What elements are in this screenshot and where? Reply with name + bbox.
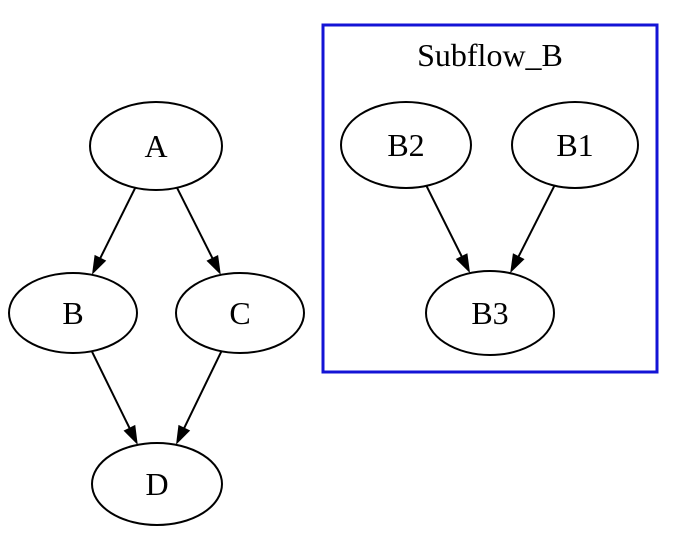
node-A-label: A: [144, 128, 167, 164]
node-B2: B2: [340, 101, 472, 189]
arrowhead-icon: [510, 253, 525, 274]
arrowhead-icon: [176, 424, 191, 445]
arrowhead-icon: [91, 254, 107, 275]
node-B: B: [8, 272, 138, 354]
edge-line: [90, 350, 132, 431]
node-D-ellipse: [91, 442, 223, 526]
cluster-subflow-b-border: [321, 23, 659, 374]
node-A-ellipse: [89, 101, 223, 191]
cluster-subflow-b-label: Subflow_B: [417, 37, 563, 73]
node-B2-ellipse: [340, 101, 472, 189]
edge-line: [182, 350, 223, 430]
node-B1-label: B1: [556, 127, 593, 163]
edge-C-to-D: [176, 350, 223, 445]
edge-line: [516, 185, 556, 259]
node-B3-ellipse: [425, 270, 555, 356]
edge-B-to-D: [90, 350, 138, 445]
node-B3: B3: [425, 270, 555, 356]
arrowhead-icon: [206, 254, 221, 275]
edge-line: [176, 187, 215, 261]
edge-B1-to-B3: [510, 185, 556, 274]
edge-A-to-C: [176, 187, 221, 275]
edge-line: [98, 187, 137, 261]
edge-A-to-B: [91, 187, 137, 275]
node-B-ellipse: [8, 272, 138, 354]
node-C-label: C: [229, 295, 250, 331]
node-C-ellipse: [175, 272, 305, 354]
node-C: C: [175, 272, 305, 354]
arrowhead-icon: [123, 424, 138, 445]
edge-line: [425, 185, 464, 259]
node-B1: B1: [511, 101, 639, 189]
node-B-label: B: [62, 295, 83, 331]
node-A: A: [89, 101, 223, 191]
edge-B2-to-B3: [425, 185, 471, 274]
node-B2-label: B2: [387, 127, 424, 163]
node-D-label: D: [145, 466, 168, 502]
arrowhead-icon: [455, 253, 471, 274]
node-B3-label: B3: [471, 295, 508, 331]
node-D: D: [91, 442, 223, 526]
node-B1-ellipse: [511, 101, 639, 189]
